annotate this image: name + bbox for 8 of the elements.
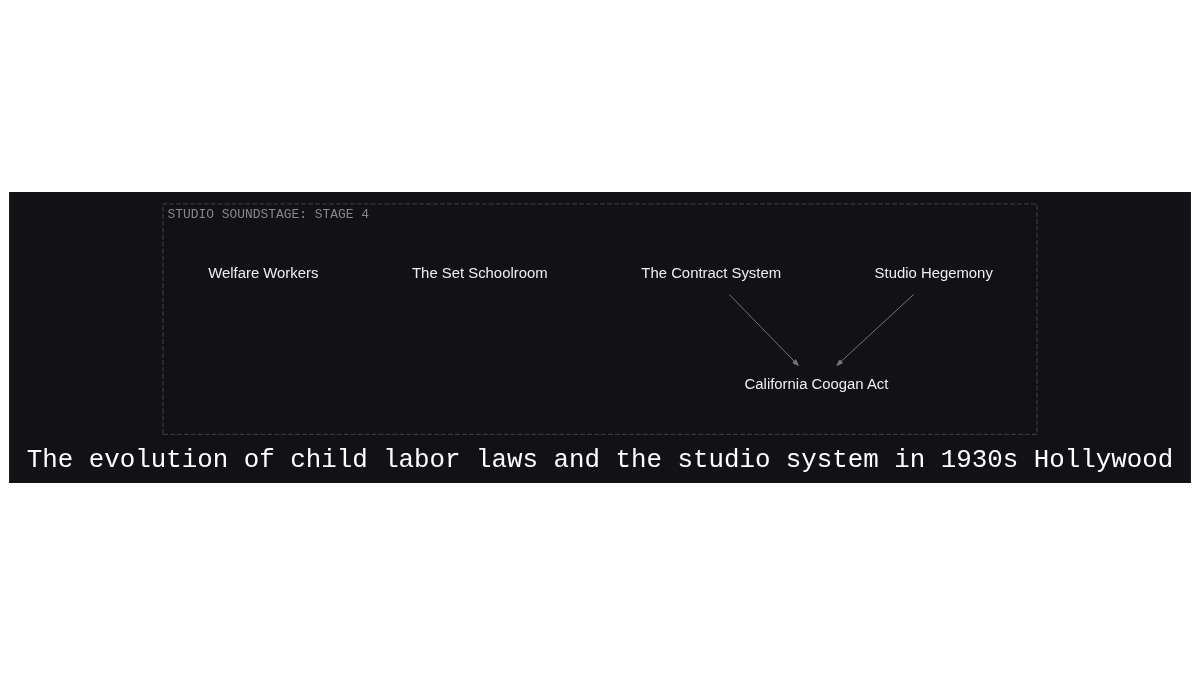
- arrow: [836, 294, 915, 366]
- node-text: Welfare Workers: [208, 265, 319, 282]
- node-text: The Set Schoolroom: [412, 265, 548, 282]
- node-text: The Contract System: [641, 265, 782, 282]
- node-text: Studio Hegemony: [874, 265, 993, 282]
- node-text: California Coogan Act: [744, 375, 889, 392]
- diagram-title: The evolution of child labor laws and the studio system in 1930s Hollywood: [26, 445, 1174, 475]
- arrow: [729, 294, 799, 367]
